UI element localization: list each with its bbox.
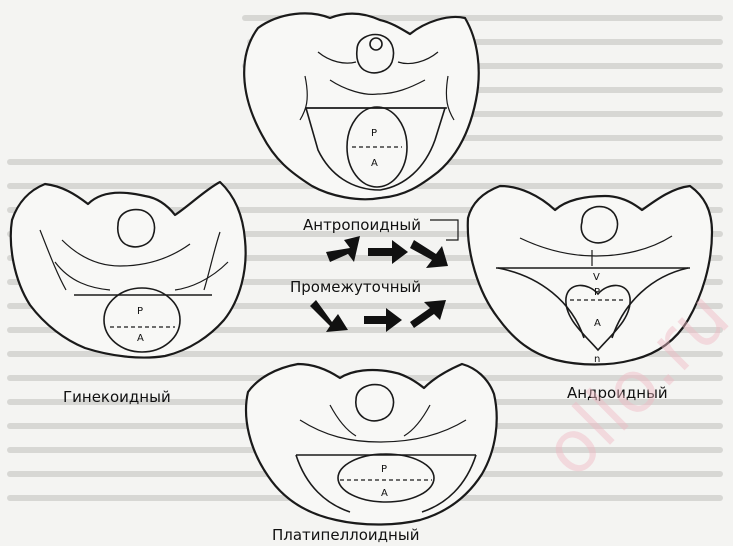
label-anthropoid: Антропоидный — [303, 216, 421, 234]
android-a-mark: A — [594, 318, 601, 329]
label-intermediate: Промежуточный — [290, 278, 421, 296]
arrow-3-icon — [410, 240, 448, 268]
android-v-mark: V — [593, 272, 600, 283]
android-p-mark: P — [594, 287, 600, 298]
label-platypelloid: Платипеллоидный — [272, 526, 419, 544]
gynecoid-p-mark: P — [137, 306, 143, 317]
platypelloid-p-mark: P — [381, 464, 387, 475]
anthropoid-a-mark: A — [371, 158, 378, 169]
label-gynecoid: Гинекоидный — [63, 388, 171, 406]
gynecoid-a-mark: A — [137, 333, 144, 344]
pelvis-anthropoid: P A — [244, 13, 479, 199]
platypelloid-a-mark: A — [381, 488, 388, 499]
anthropoid-p-mark: P — [371, 128, 377, 139]
